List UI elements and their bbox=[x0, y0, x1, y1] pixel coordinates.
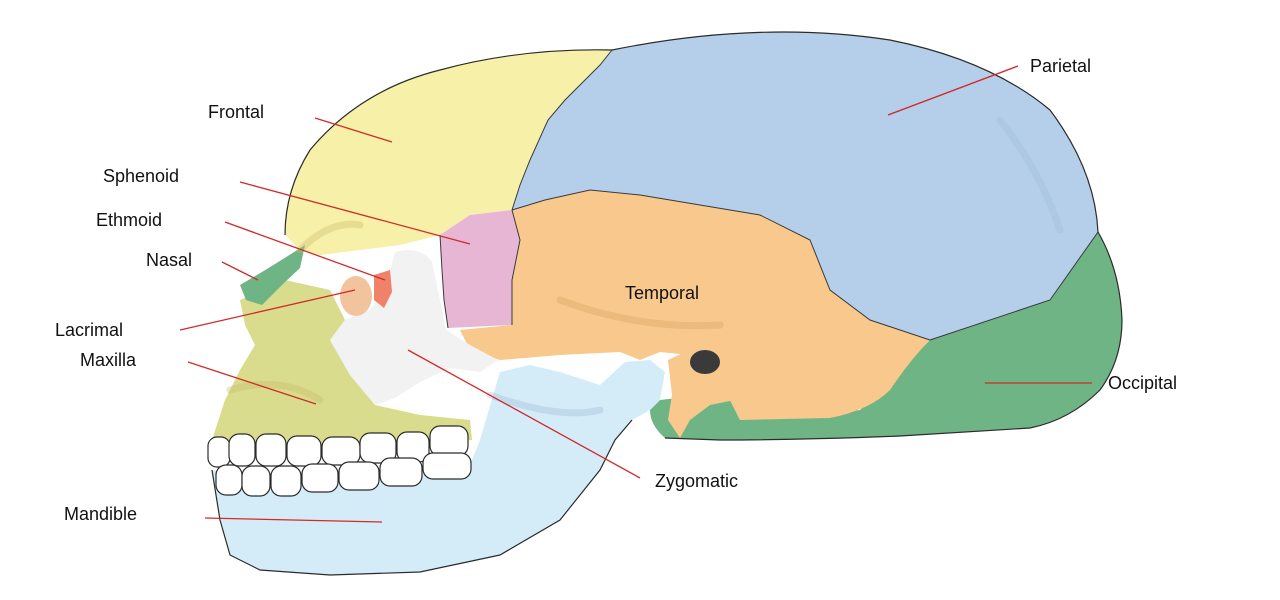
leader-nasal bbox=[221, 261, 259, 281]
leader-maxilla bbox=[187, 361, 317, 405]
leader-zygomatic bbox=[407, 349, 641, 479]
label-parietal: Parietal bbox=[1030, 56, 1091, 76]
leader-mandible bbox=[204, 517, 383, 523]
label-zygomatic: Zygomatic bbox=[655, 471, 738, 491]
leader-lines bbox=[179, 65, 1092, 523]
leader-parietal bbox=[887, 65, 1019, 116]
ear-canal bbox=[690, 350, 720, 374]
tooth bbox=[338, 461, 380, 491]
tooth bbox=[228, 433, 256, 467]
tooth bbox=[241, 465, 271, 497]
bone-sphenoid bbox=[440, 210, 520, 328]
tooth bbox=[215, 464, 243, 496]
skull-illustration bbox=[207, 31, 1123, 576]
bone-zygomatic bbox=[330, 249, 498, 405]
label-nasal: Nasal bbox=[146, 250, 192, 270]
tooth bbox=[321, 436, 361, 466]
tooth bbox=[359, 432, 397, 464]
label-maxilla: Maxilla bbox=[80, 350, 137, 370]
bone-lacrimal bbox=[340, 276, 372, 316]
label-frontal: Frontal bbox=[208, 102, 264, 122]
tooth bbox=[301, 463, 339, 493]
label-ethmoid: Ethmoid bbox=[96, 210, 162, 230]
skull-outline bbox=[284, 31, 1123, 441]
leader-lacrimal bbox=[179, 289, 356, 331]
label-sphenoid: Sphenoid bbox=[103, 166, 179, 186]
leader-ethmoid bbox=[224, 221, 386, 281]
label-mandible: Mandible bbox=[64, 504, 137, 524]
bone-parietal bbox=[512, 32, 1098, 340]
bone-maxilla bbox=[212, 280, 472, 452]
tooth bbox=[286, 435, 322, 467]
label-lacrimal: Lacrimal bbox=[55, 320, 123, 340]
tooth bbox=[422, 452, 472, 480]
leader-frontal bbox=[314, 117, 393, 143]
bone-temporal-mastoid bbox=[668, 345, 742, 438]
tooth bbox=[429, 425, 469, 457]
tooth bbox=[255, 433, 287, 467]
leader-sphenoid bbox=[239, 181, 471, 245]
teeth bbox=[207, 425, 472, 497]
label-occipital: Occipital bbox=[1108, 373, 1177, 393]
label-temporal: Temporal bbox=[625, 283, 699, 303]
tooth bbox=[379, 457, 423, 487]
bone-nasal bbox=[240, 245, 305, 305]
bone-occipital bbox=[650, 232, 1122, 440]
tooth bbox=[270, 465, 302, 497]
bone-labels: Parietal Frontal Sphenoid Ethmoid Nasal … bbox=[55, 56, 1177, 524]
bone-ethmoid bbox=[374, 270, 392, 308]
tooth bbox=[207, 436, 231, 468]
